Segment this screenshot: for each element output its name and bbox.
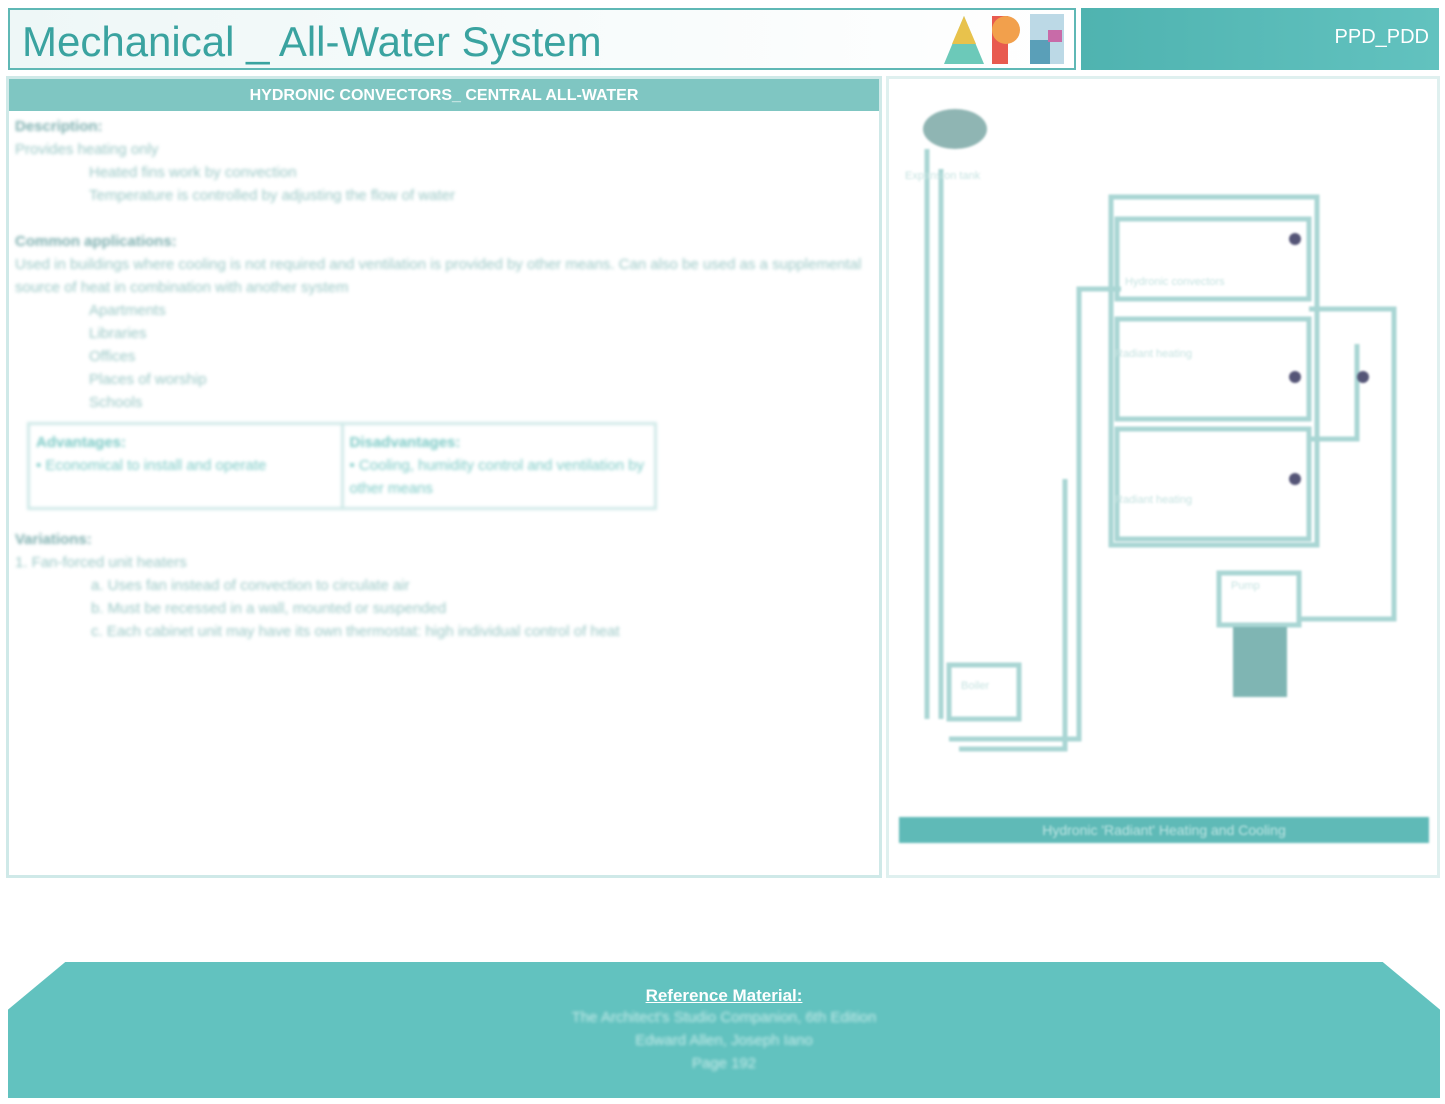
list-item: Apartments — [89, 302, 166, 319]
section-title: HYDRONIC CONVECTORS_ CENTRAL ALL-WATER — [9, 79, 879, 111]
variation: 1. Fan-forced unit heaters — [15, 554, 187, 571]
list-item: b. Must be recessed in a wall, mounted o… — [91, 600, 447, 617]
list-item: Offices — [89, 348, 136, 365]
reference-line: Page 192 — [691, 1055, 757, 1072]
diagram-label: Expansion tank — [905, 170, 981, 182]
description: Provides heating only — [15, 141, 159, 158]
are-logo — [944, 14, 1064, 64]
list-item: a. Uses fan instead of convection to cir… — [91, 577, 410, 594]
reference-footer: Reference Material: The Architect's Stud… — [8, 962, 1440, 1098]
document-code: PPD_PDD — [1081, 8, 1439, 70]
list-item: Heated fins work by convection — [89, 164, 297, 181]
header: Mechanical _ All-Water System — [8, 8, 1076, 70]
diagram-label: Boiler — [961, 680, 989, 692]
list-item: Schools — [89, 394, 143, 411]
reference-line: The Architect's Studio Companion, 6th Ed… — [571, 1009, 877, 1026]
list-item: Places of worship — [89, 371, 207, 388]
diagram-label: Radiant heating — [1115, 348, 1192, 360]
reference-title: Reference Material: — [645, 986, 803, 1005]
disadvantages-heading: Disadvantages: — [349, 434, 461, 451]
reference-line: Edward Allen, Joseph Iano — [635, 1032, 813, 1049]
hydronic-diagram: Hydronic convectors Radiant heating Radi… — [905, 109, 1397, 752]
diagram-label: Pump — [1231, 580, 1260, 592]
advantage-item: Economical to install and operate — [45, 457, 267, 474]
diagram-label: Radiant heating — [1115, 494, 1192, 506]
variations-heading: Variations: — [15, 531, 92, 548]
disadvantage-item: Cooling, humidity control and ventilatio… — [349, 457, 645, 497]
diagram-label: Hydronic convectors — [1125, 276, 1225, 288]
applications-heading: Common applications: — [15, 233, 177, 250]
list-item: Temperature is controlled by adjusting t… — [89, 187, 456, 204]
content-panel: HYDRONIC CONVECTORS_ CENTRAL ALL-WATER D… — [6, 76, 882, 878]
description-heading: Description: — [15, 118, 103, 135]
pros-cons-table: Advantages:• Economical to install and o… — [27, 422, 657, 510]
applications-text: Used in buildings where cooling is not r… — [15, 256, 862, 296]
diagram-caption: Hydronic 'Radiant' Heating and Cooling — [899, 817, 1429, 843]
page-title: Mechanical _ All-Water System — [22, 18, 602, 65]
list-item: c. Each cabinet unit may have its own th… — [91, 623, 620, 640]
advantages-heading: Advantages: — [36, 434, 127, 451]
list-item: Libraries — [89, 325, 147, 342]
diagram-panel: Hydronic convectors Radiant heating Radi… — [886, 76, 1440, 878]
